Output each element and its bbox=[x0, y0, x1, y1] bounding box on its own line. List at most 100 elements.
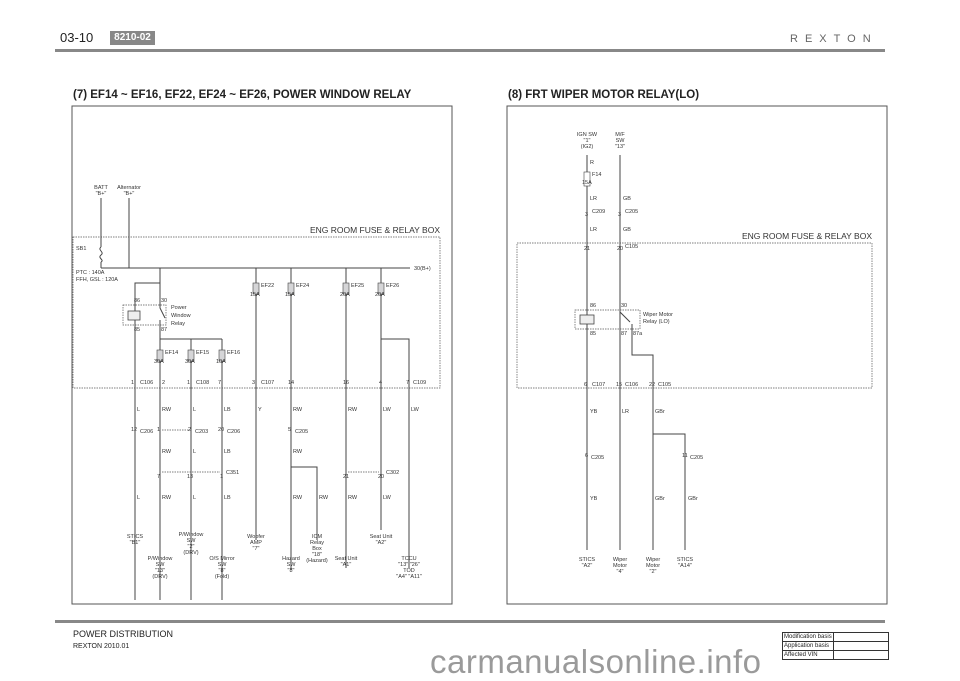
svg-text:EF24: EF24 bbox=[296, 283, 309, 289]
svg-text:C205: C205 bbox=[625, 209, 638, 215]
svg-text:SW: SW bbox=[156, 562, 166, 568]
svg-text:C209: C209 bbox=[592, 209, 605, 215]
svg-text:C106: C106 bbox=[140, 380, 153, 386]
batt-label-2: "B+" bbox=[96, 191, 107, 197]
svg-text:6: 6 bbox=[584, 382, 587, 388]
header-divider bbox=[55, 49, 885, 52]
svg-text:"8": "8" bbox=[288, 568, 295, 574]
svg-text:22: 22 bbox=[649, 382, 655, 388]
page-number: 03-10 bbox=[60, 30, 94, 45]
svg-text:LW: LW bbox=[411, 407, 420, 413]
svg-text:"8": "8" bbox=[219, 568, 226, 574]
svg-text:"18": "18" bbox=[312, 552, 322, 558]
svg-text:LR: LR bbox=[590, 196, 597, 202]
svg-text:11: 11 bbox=[682, 453, 688, 459]
footer-subtitle: REXTON 2010.01 bbox=[73, 643, 130, 650]
svg-text:EF22: EF22 bbox=[261, 283, 274, 289]
diagram-frame bbox=[71, 105, 453, 605]
svg-text:L: L bbox=[137, 407, 140, 413]
svg-text:LB: LB bbox=[224, 495, 231, 501]
relay-label-2: Window bbox=[171, 313, 191, 319]
svg-text:Woofer: Woofer bbox=[247, 534, 265, 540]
relay-label-3: Relay bbox=[171, 321, 185, 327]
svg-text:21: 21 bbox=[584, 246, 590, 252]
svg-text:C107: C107 bbox=[592, 382, 605, 388]
svg-text:M/F: M/F bbox=[615, 132, 625, 138]
svg-text:LR: LR bbox=[590, 227, 597, 233]
svg-text:3: 3 bbox=[252, 380, 255, 386]
svg-text:(DRV): (DRV) bbox=[183, 550, 198, 556]
svg-text:20: 20 bbox=[378, 474, 384, 480]
svg-text:"13": "13" bbox=[155, 568, 165, 574]
svg-text:SW: SW bbox=[187, 538, 197, 544]
svg-text:C206: C206 bbox=[140, 429, 153, 435]
svg-text:C205: C205 bbox=[690, 455, 703, 461]
svg-text:"A1": "A1" bbox=[341, 562, 352, 568]
svg-text:C108: C108 bbox=[196, 380, 209, 386]
svg-text:Wiper: Wiper bbox=[646, 557, 661, 563]
svg-text:Seat Unit: Seat Unit bbox=[370, 534, 393, 540]
svg-text:RW: RW bbox=[293, 495, 303, 501]
svg-text:Y: Y bbox=[258, 407, 262, 413]
svg-text:Wiper: Wiper bbox=[613, 557, 628, 563]
svg-text:15A: 15A bbox=[582, 180, 592, 186]
svg-text:L: L bbox=[193, 449, 196, 455]
svg-text:(DRV): (DRV) bbox=[152, 574, 167, 580]
footer-title: POWER DISTRIBUTION bbox=[73, 629, 174, 639]
svg-text:30A: 30A bbox=[185, 359, 195, 365]
svg-text:5: 5 bbox=[288, 427, 291, 433]
svg-text:SW: SW bbox=[218, 562, 228, 568]
svg-text:1: 1 bbox=[220, 474, 223, 480]
svg-text:"13": "13" bbox=[615, 144, 625, 150]
svg-text:13: 13 bbox=[187, 474, 193, 480]
svg-text:RW: RW bbox=[348, 495, 358, 501]
svg-text:"A4" "A11": "A4" "A11" bbox=[396, 574, 421, 580]
svg-text:1: 1 bbox=[187, 380, 190, 386]
svg-text:"A14": "A14" bbox=[678, 563, 692, 569]
svg-text:LB: LB bbox=[224, 449, 231, 455]
section-title-wiper: (8) FRT WIPER MOTOR RELAY(LO) bbox=[508, 89, 700, 101]
svg-text:C109: C109 bbox=[413, 380, 426, 386]
svg-text:Motor: Motor bbox=[646, 563, 660, 569]
wire-color: R bbox=[590, 160, 594, 166]
svg-text:C105: C105 bbox=[625, 244, 638, 250]
svg-text:L: L bbox=[193, 407, 196, 413]
svg-text:20A: 20A bbox=[375, 292, 385, 298]
batt-label: BATT bbox=[94, 185, 108, 191]
relay-coil-icon bbox=[127, 310, 141, 321]
basis-application: Application basis bbox=[782, 641, 834, 651]
svg-text:4: 4 bbox=[379, 380, 382, 386]
svg-text:"2": "2" bbox=[188, 544, 195, 550]
svg-text:EF26: EF26 bbox=[386, 283, 399, 289]
svg-text:Relay (LO): Relay (LO) bbox=[643, 319, 670, 325]
svg-text:GBr: GBr bbox=[688, 496, 698, 502]
svg-text:YB: YB bbox=[590, 496, 598, 502]
svg-text:85: 85 bbox=[590, 331, 596, 337]
svg-text:EF15: EF15 bbox=[196, 350, 209, 356]
svg-text:87: 87 bbox=[621, 331, 627, 337]
svg-text:STICS: STICS bbox=[127, 534, 144, 540]
svg-text:L: L bbox=[137, 495, 140, 501]
ptc-label-2: FFH, GSL : 120A bbox=[76, 277, 118, 283]
svg-text:15A: 15A bbox=[285, 292, 295, 298]
svg-text:C205: C205 bbox=[295, 429, 308, 435]
svg-text:16: 16 bbox=[343, 380, 349, 386]
svg-text:EF14: EF14 bbox=[165, 350, 178, 356]
svg-text:C203: C203 bbox=[195, 429, 208, 435]
svg-text:LW: LW bbox=[383, 495, 392, 501]
svg-text:C206: C206 bbox=[227, 429, 240, 435]
svg-text:3: 3 bbox=[618, 212, 621, 218]
diagram-frame bbox=[506, 105, 888, 605]
svg-text:20: 20 bbox=[617, 246, 623, 252]
ptc-label: PTC : 140A bbox=[76, 270, 105, 276]
svg-text:30: 30 bbox=[621, 303, 627, 309]
